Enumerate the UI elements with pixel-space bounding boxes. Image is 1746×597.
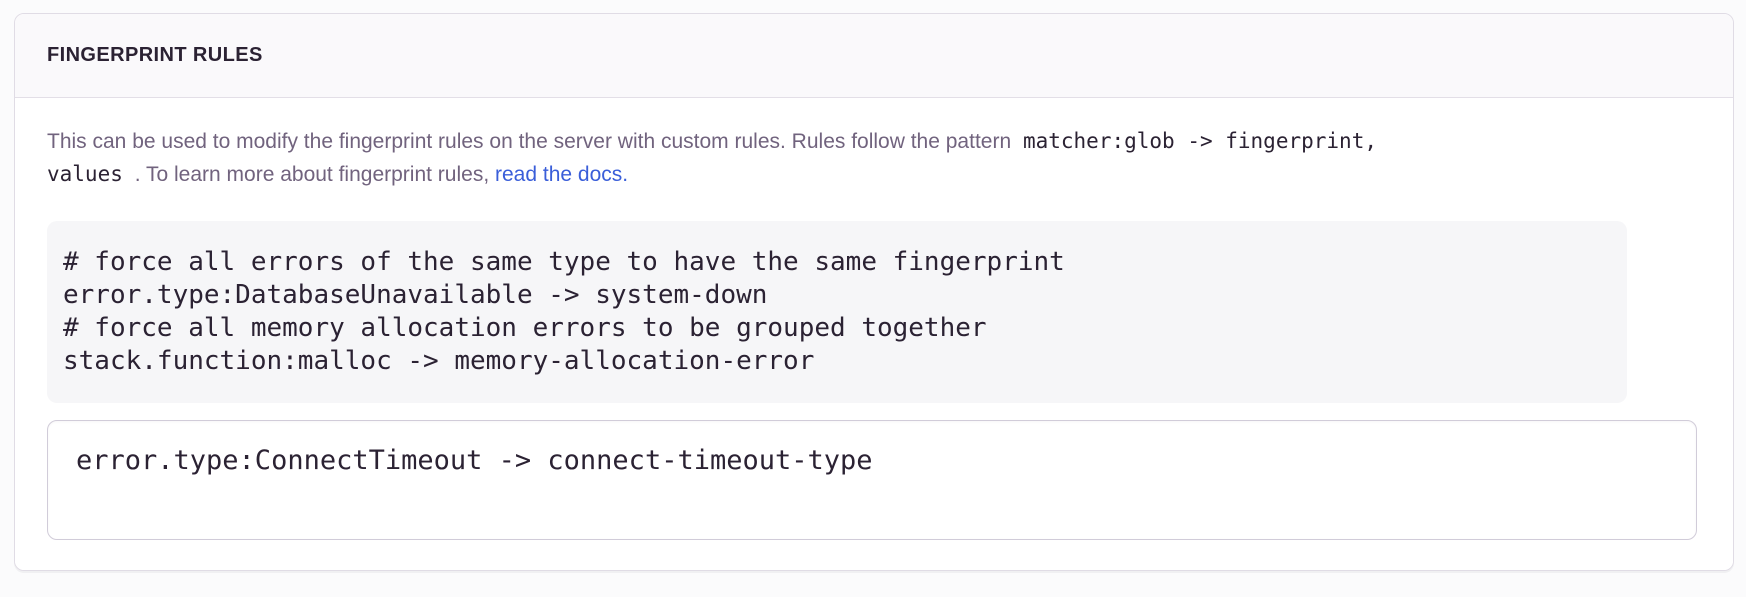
panel-body: This can be used to modify the fingerpri… — [15, 98, 1733, 570]
read-the-docs-link[interactable]: read the docs. — [495, 163, 629, 186]
description-line-2: values . To learn more about fingerprint… — [47, 158, 1697, 191]
fingerprint-rules-textarea[interactable]: error.type:ConnectTimeout -> connect-tim… — [47, 420, 1697, 540]
pattern-inline-code-part-1: matcher:glob -> fingerprint, — [1022, 129, 1377, 153]
fingerprint-rules-panel: FINGERPRINT RULES This can be used to mo… — [14, 13, 1734, 571]
panel-header: FINGERPRINT RULES — [15, 14, 1733, 98]
panel-title: FINGERPRINT RULES — [47, 44, 263, 66]
settings-page: FINGERPRINT RULES This can be used to mo… — [0, 13, 1746, 571]
panel-description: This can be used to modify the fingerpri… — [47, 125, 1697, 191]
example-code-block: # force all errors of the same type to h… — [47, 221, 1627, 403]
description-line-1: This can be used to modify the fingerpri… — [47, 125, 1697, 158]
description-text-after-pattern: . To learn more about fingerprint rules, — [128, 163, 495, 186]
description-text-before-pattern: This can be used to modify the fingerpri… — [47, 130, 1017, 153]
pattern-inline-code-part-2: values — [47, 162, 123, 186]
